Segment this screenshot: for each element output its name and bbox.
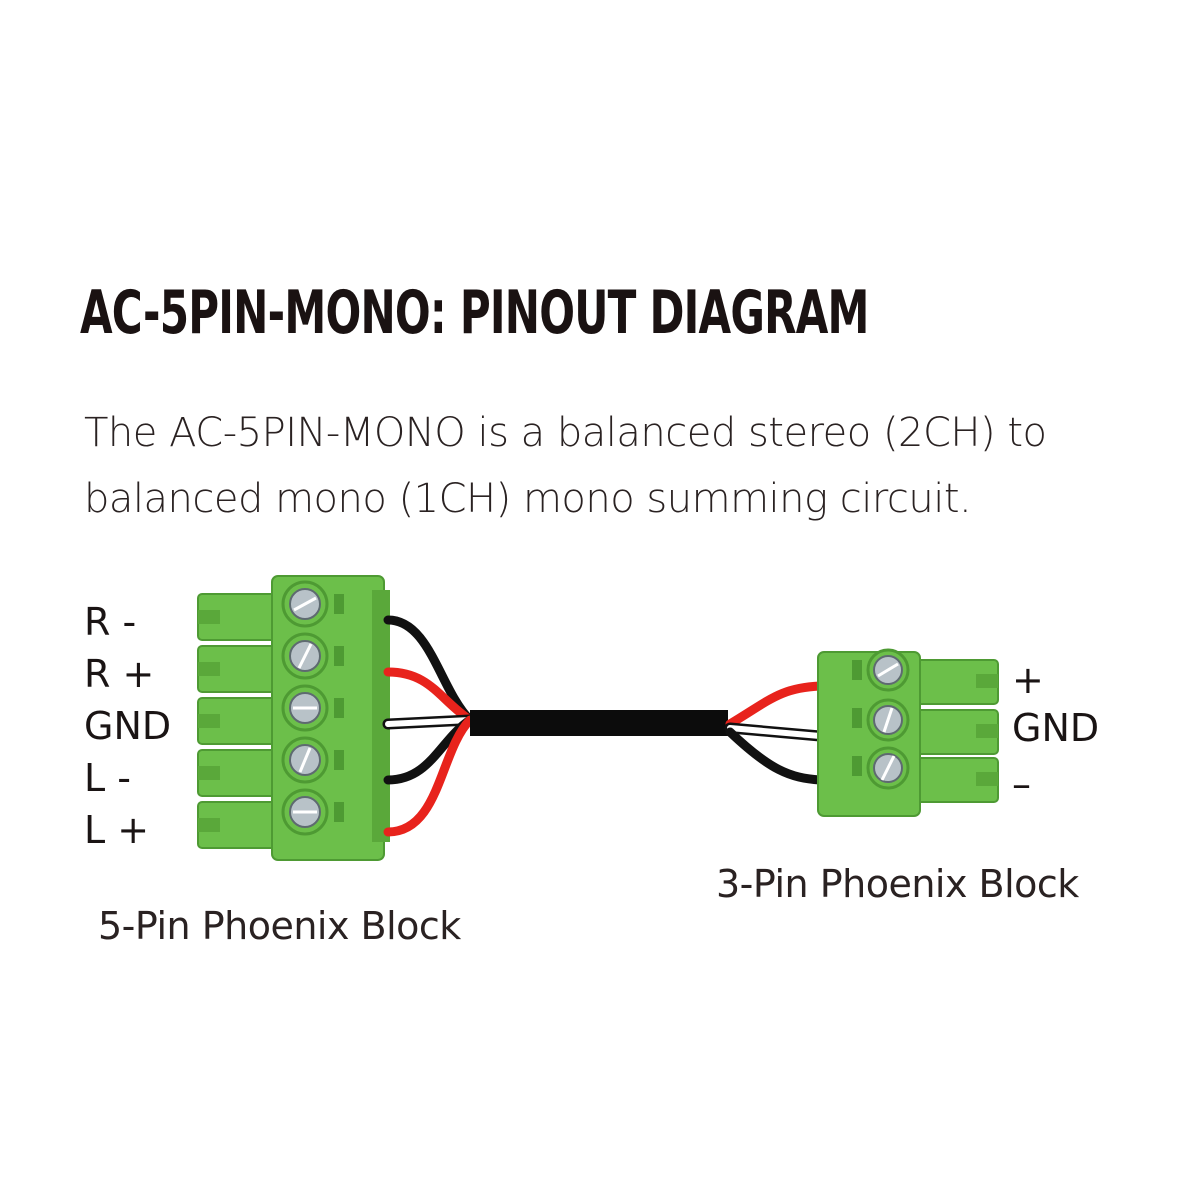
three-pin-connector xyxy=(817,648,999,817)
pin-label-r-plus: R + xyxy=(84,652,155,696)
pin-label-gnd: GND xyxy=(84,704,172,748)
pin-label-r-minus: R - xyxy=(84,600,137,644)
wire-gnd xyxy=(385,717,473,727)
screw-terminals xyxy=(281,580,329,836)
wire-minus xyxy=(725,727,825,785)
wires-3pin xyxy=(724,681,826,785)
wire-plus xyxy=(725,681,825,729)
description-line-2: balanced mono (1CH) mono summing circuit… xyxy=(84,476,972,522)
pin-label-minus: – xyxy=(1012,762,1031,806)
description-line-1: The AC-5PIN-MONO is a balanced stereo (2… xyxy=(84,410,1047,456)
pin-label-gnd-3pin: GND xyxy=(1012,706,1100,750)
caption-5pin: 5-Pin Phoenix Block xyxy=(98,904,461,948)
pin-label-l-plus: L + xyxy=(84,808,150,852)
wire-r-plus xyxy=(383,667,475,725)
wires-5pin xyxy=(382,615,476,837)
wire-l-plus xyxy=(383,715,475,837)
cable xyxy=(470,710,728,736)
description: The AC-5PIN-MONO is a balanced stereo (2… xyxy=(84,400,1047,532)
pin-label-l-minus: L - xyxy=(84,756,131,800)
caption-3pin: 3-Pin Phoenix Block xyxy=(716,862,1079,906)
page-title: AC-5PIN-MONO: PINOUT DIAGRAM xyxy=(80,278,869,348)
wire-gnd xyxy=(727,725,823,739)
pin-label-plus: + xyxy=(1012,658,1044,702)
five-pin-connector xyxy=(197,575,390,861)
